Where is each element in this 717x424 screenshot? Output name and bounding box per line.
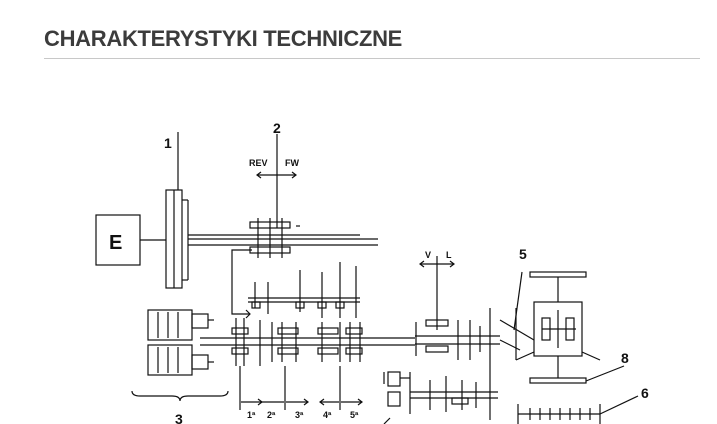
range-v-label: V (425, 250, 431, 260)
range-selector (415, 256, 500, 420)
callout-1: 1 (164, 135, 172, 151)
gear-label-2: 2ª (267, 410, 276, 420)
brake-pack (517, 395, 639, 424)
input-shaft (188, 234, 378, 246)
page-title: CHARAKTERYSTYKI TECHNICZNE (44, 26, 403, 51)
gear-label-5: 5ª (350, 410, 359, 420)
rear-differential (499, 271, 601, 378)
main-shaft (200, 318, 415, 366)
title-divider (44, 58, 700, 59)
callout-3: 3 (175, 411, 183, 424)
gear-label-3: 3ª (295, 410, 304, 420)
final-drive (529, 365, 625, 384)
pto-clutch-pack (131, 309, 229, 402)
range-l-label: L (446, 250, 452, 260)
shuttle-assembly (249, 134, 300, 258)
shuttle-forward-label: FW (285, 158, 299, 168)
engine-label: E (109, 232, 122, 254)
callout-6: 6 (641, 385, 649, 401)
countershaft-gears (248, 262, 360, 318)
callout-2: 2 (273, 120, 281, 136)
gear-selector-arrows (239, 366, 363, 410)
shuttle-reverse-label: REV (249, 158, 268, 168)
callout-8: 8 (621, 350, 629, 366)
main-clutch (165, 132, 189, 289)
gear-label-1: 1ª (247, 410, 256, 420)
creeper-gearset (383, 371, 498, 424)
callout-5: 5 (519, 246, 527, 262)
reverse-idler-link (231, 249, 252, 315)
gear-label-4: 4ª (323, 410, 332, 420)
